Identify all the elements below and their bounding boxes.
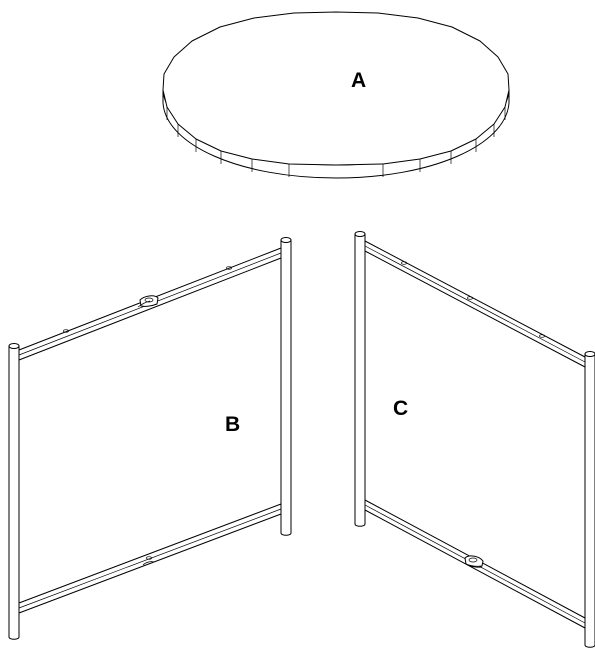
leg-frame-b: B: [8, 237, 292, 640]
table-top-a: A: [162, 11, 510, 179]
leg-frame-c: C: [354, 231, 595, 648]
label-a: A: [351, 69, 366, 92]
label-c: C: [393, 397, 408, 420]
label-b: B: [225, 413, 240, 436]
